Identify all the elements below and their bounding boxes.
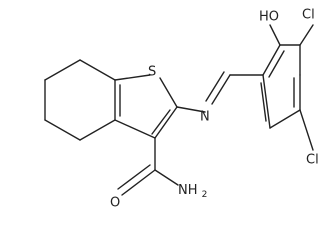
bond-oh (269, 24, 281, 46)
bond-carbonyl-n (154, 169, 179, 186)
bond-b1-b2-inner (268, 50, 285, 78)
benzene-substituents (269, 24, 314, 151)
bond-b6-b1-inner (260, 82, 267, 122)
imine-linkage (176, 71, 264, 113)
bond-c4-c5 (79, 119, 116, 141)
imine-nitrogen-label: N (200, 110, 210, 125)
bond-c8-c3 (114, 119, 156, 139)
amide-nitrogen-subscript: 2 (202, 190, 208, 200)
bond-c7-c8 (154, 106, 178, 139)
bond-carbonyl-o-double (117, 164, 151, 190)
amide-nitrogen-label: NH 2 (178, 183, 207, 200)
carboxamide-group (117, 137, 179, 196)
bond-c1-c2 (44, 59, 81, 81)
bond-b5-b6 (269, 109, 301, 129)
hydroxyl-label: HO (259, 10, 279, 25)
bond-n-ch-double (205, 71, 225, 102)
bond-s-c7 (159, 77, 178, 108)
bond-c2-s (114, 74, 151, 81)
bond-n-ch (211, 74, 231, 105)
thiophene-ring (114, 74, 178, 139)
chlorine-top-label: Cl (302, 8, 315, 23)
sulfur-label: S (148, 65, 156, 80)
bond-carbonyl-o (121, 169, 156, 196)
bond-b1-b2 (262, 44, 281, 76)
bond-cl-bottom (299, 109, 314, 151)
cyclohexane-ring (44, 59, 116, 141)
amide-nitrogen-text: NH (178, 183, 198, 198)
chlorine-bottom-label: Cl (306, 153, 319, 168)
benzene-ring (260, 44, 301, 129)
bond-c7-n (176, 106, 206, 113)
carbonyl-oxygen-label: O (110, 196, 120, 211)
bond-c2-c3 (79, 59, 116, 81)
bond-b6-b1 (262, 74, 271, 129)
chemical-structure: S N HO Cl Cl NH 2 O (44, 8, 319, 211)
bond-c5-c6 (44, 119, 81, 141)
bond-cl-top (299, 24, 314, 46)
bond-c7-c8-double (151, 109, 171, 135)
